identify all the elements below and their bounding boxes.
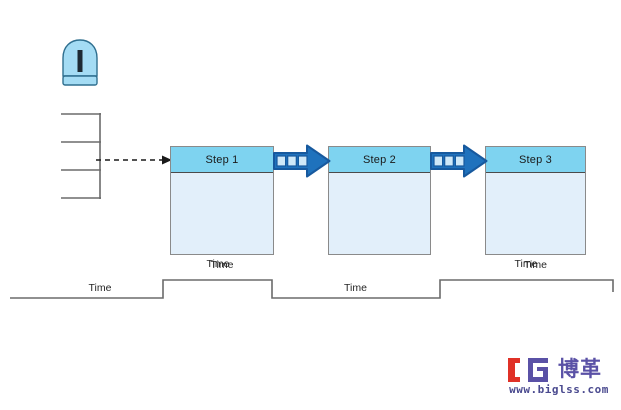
step-box-3-label: Step 3 xyxy=(486,147,585,173)
step-box-1-caption: Time xyxy=(210,259,234,271)
biglss-watermark-logo: 博革 www.biglss.com xyxy=(498,356,616,404)
timeline-label-1: Time xyxy=(88,282,112,294)
biglss-logo-mark xyxy=(508,358,554,382)
timeline-label-4: Time xyxy=(514,258,538,270)
step-box-2-label: Step 2 xyxy=(329,147,430,173)
step-box-2-body xyxy=(329,173,430,254)
step-box-1[interactable]: Step 1 xyxy=(170,146,274,255)
dashed-arrow-icon xyxy=(96,152,174,168)
step-box-3-caption: Time xyxy=(524,259,547,271)
step-box-1-label: Step 1 xyxy=(171,147,273,173)
logo-chinese-text: 博革 xyxy=(558,357,602,381)
timeline-label-3: Time xyxy=(344,282,367,294)
step-box-1-body xyxy=(171,173,273,254)
square-wave-icon xyxy=(0,262,621,310)
step-box-3-body xyxy=(486,173,585,254)
block-arrow-right-icon-2 xyxy=(430,144,488,178)
timeline-label-2: Time xyxy=(206,258,230,270)
block-arrow-right-icon-1 xyxy=(273,144,331,178)
step-box-2[interactable]: Step 2 xyxy=(328,146,431,255)
step-box-3[interactable]: Step 3 xyxy=(485,146,586,255)
dome-signal-icon xyxy=(60,38,100,90)
logo-url-text: www.biglss.com xyxy=(509,383,609,396)
comb-bracket-icon xyxy=(60,112,106,202)
